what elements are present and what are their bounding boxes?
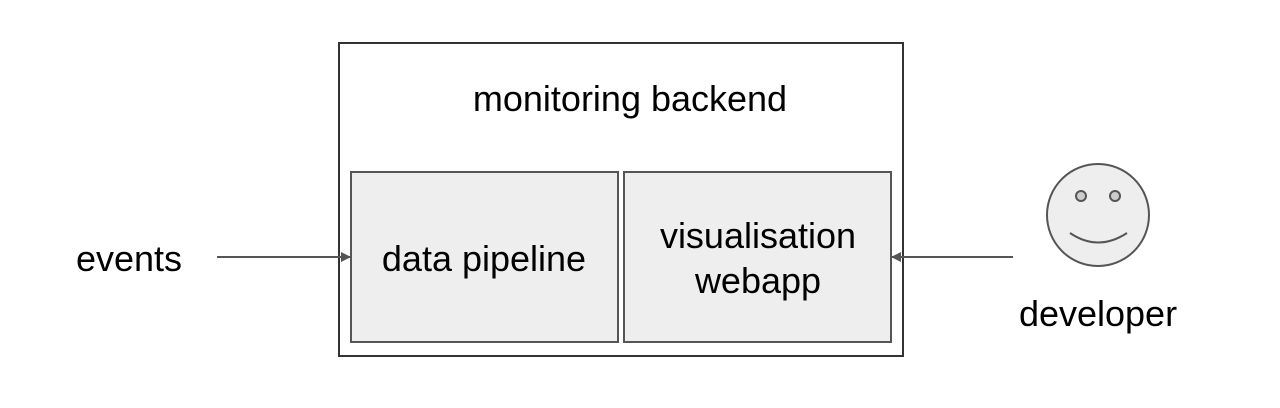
visualisation-webapp-label-line1: visualisation: [660, 215, 856, 256]
developer-label: developer: [1019, 293, 1177, 334]
smiley-face-icon: [1046, 163, 1150, 267]
smile-icon: [1069, 232, 1128, 244]
right-eye-icon: [1109, 190, 1121, 202]
data-pipeline-box: [350, 171, 619, 343]
data-pipeline-label: data pipeline: [382, 238, 586, 279]
left-eye-icon: [1075, 190, 1087, 202]
visualisation-webapp-box: [623, 171, 892, 343]
events-label: events: [76, 238, 182, 279]
monitoring-backend-title: monitoring backend: [473, 78, 787, 119]
visualisation-webapp-label-line2: webapp: [694, 260, 821, 301]
